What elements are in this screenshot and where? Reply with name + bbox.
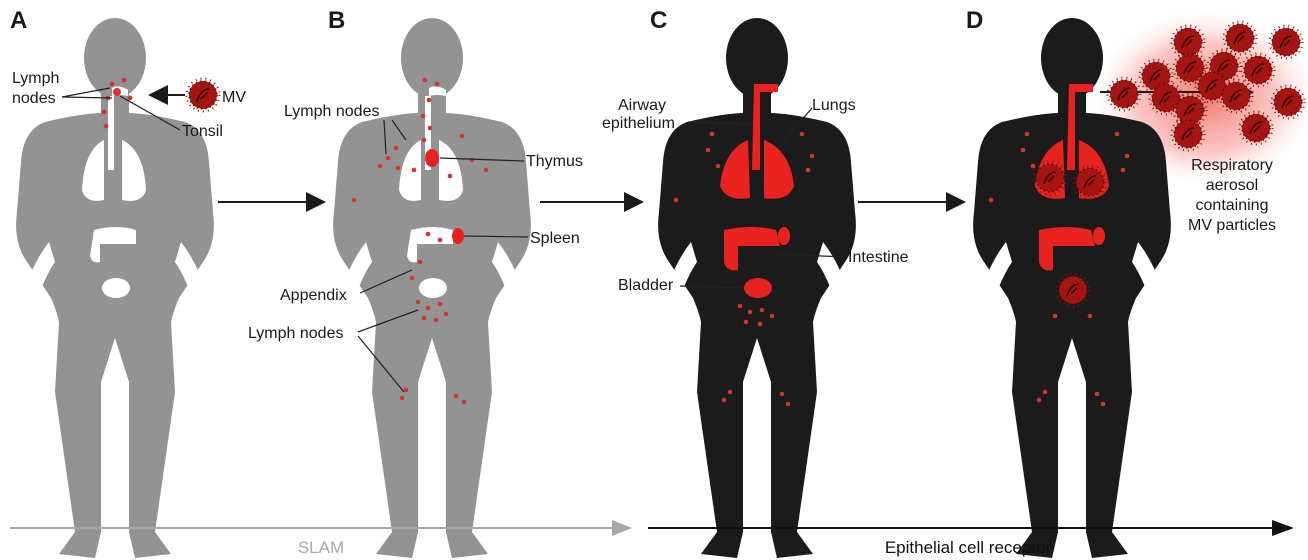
aerosol-label-1: Respiratory [1191, 157, 1273, 174]
panel-a: A Lymph nodes Tonsil MV [10, 7, 246, 558]
bladder-c [744, 278, 772, 298]
thymus-label: Thymus [526, 153, 583, 170]
intestine-label: Intestine [848, 249, 909, 266]
lungs-label: Lungs [812, 97, 856, 114]
aerosol-label-4: MV particles [1188, 217, 1276, 234]
aerosol-label-2: aerosol [1206, 177, 1258, 194]
airway-label-2: epithelium [602, 115, 675, 132]
lymph-nodes-label-a2: nodes [12, 90, 56, 107]
appendix-label: Appendix [280, 287, 347, 304]
slam-label: SLAM [298, 538, 344, 557]
thymus-b [425, 149, 439, 167]
panel-b: B Lymph no [248, 7, 583, 558]
lymph-nodes-top-label: Lymph nodes [284, 103, 379, 120]
bladder-a [102, 278, 130, 298]
panel-d: D [966, 6, 1308, 558]
panel-c-letter: C [650, 7, 667, 34]
aerosol-label-3: containing [1196, 197, 1269, 214]
panel-d-letter: D [966, 7, 983, 34]
lymph-nodes-bottom-label: Lymph nodes [248, 325, 343, 342]
lymph-nodes-label-a1: Lymph [12, 70, 59, 87]
spleen-b [452, 228, 464, 244]
spleen-label: Spleen [530, 230, 580, 247]
bladder-label: Bladder [618, 277, 674, 294]
airway-label-1: Airway [618, 97, 666, 114]
panel-b-letter: B [328, 7, 345, 34]
epithelial-label: Epithelial cell receptor [885, 538, 1052, 557]
epithelial-arrow-head-icon [1272, 520, 1294, 536]
mv-label: MV [222, 89, 246, 106]
mv-virus-icon [187, 79, 220, 112]
panel-a-letter: A [10, 7, 27, 34]
tonsil-label: Tonsil [182, 123, 223, 140]
panel-c: C Airway epithelium Lungs Intestine [602, 7, 909, 558]
slam-arrow-head-icon [612, 520, 632, 536]
